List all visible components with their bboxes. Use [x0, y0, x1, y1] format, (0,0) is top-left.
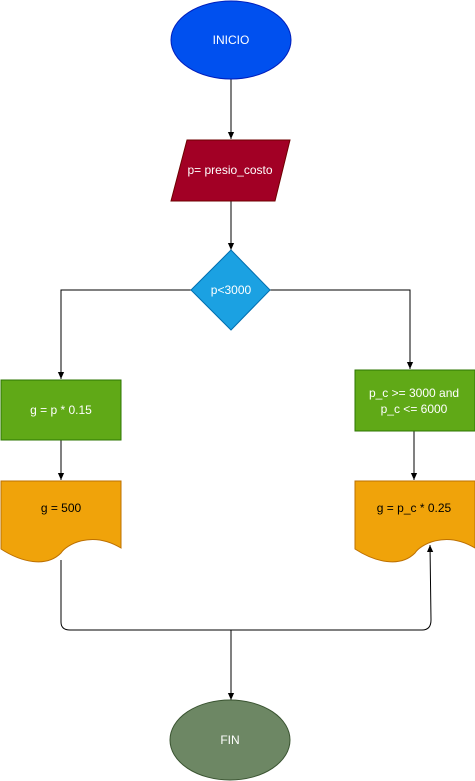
start-node[interactable]: INICIO — [170, 0, 292, 80]
connector-decision-to-right — [270, 289, 414, 369]
doc-left-shape — [0, 480, 122, 563]
doc-right-shape — [354, 480, 475, 563]
connector-left-doc-to-right-doc — [60, 544, 434, 631]
decision-node[interactable]: p<3000 — [190, 249, 271, 331]
process-left-shape — [0, 379, 122, 441]
process-right-node[interactable]: p_c >= 3000 and p_c <= 6000 — [354, 369, 475, 432]
process-left-label: g = p * 0.15 — [30, 403, 92, 417]
doc-right-node[interactable]: g = p_c * 0.25 — [354, 480, 475, 563]
end-node[interactable]: FIN — [169, 699, 291, 781]
input-shape — [170, 139, 291, 202]
connectors — [57, 79, 434, 700]
end-label: FIN — [220, 733, 239, 747]
decision-label: p<3000 — [211, 283, 252, 297]
process-right-label-line1: p_c >= 3000 and — [369, 386, 459, 400]
input-node[interactable]: p= presio_costo — [170, 139, 291, 202]
doc-right-label: g = p_c * 0.25 — [377, 501, 452, 515]
process-right-label-line2: p_c <= 6000 — [381, 402, 448, 416]
doc-left-label: g = 500 — [41, 501, 82, 515]
doc-left-node[interactable]: g = 500 — [0, 480, 122, 563]
start-label: INICIO — [213, 33, 250, 47]
input-label: p= presio_costo — [187, 163, 272, 177]
connector-decision-to-left — [57, 289, 191, 379]
process-right-shape — [354, 369, 475, 432]
process-left-node[interactable]: g = p * 0.15 — [0, 379, 122, 441]
start-shape — [170, 0, 292, 80]
decision-shape — [190, 249, 271, 331]
end-shape — [169, 699, 291, 781]
